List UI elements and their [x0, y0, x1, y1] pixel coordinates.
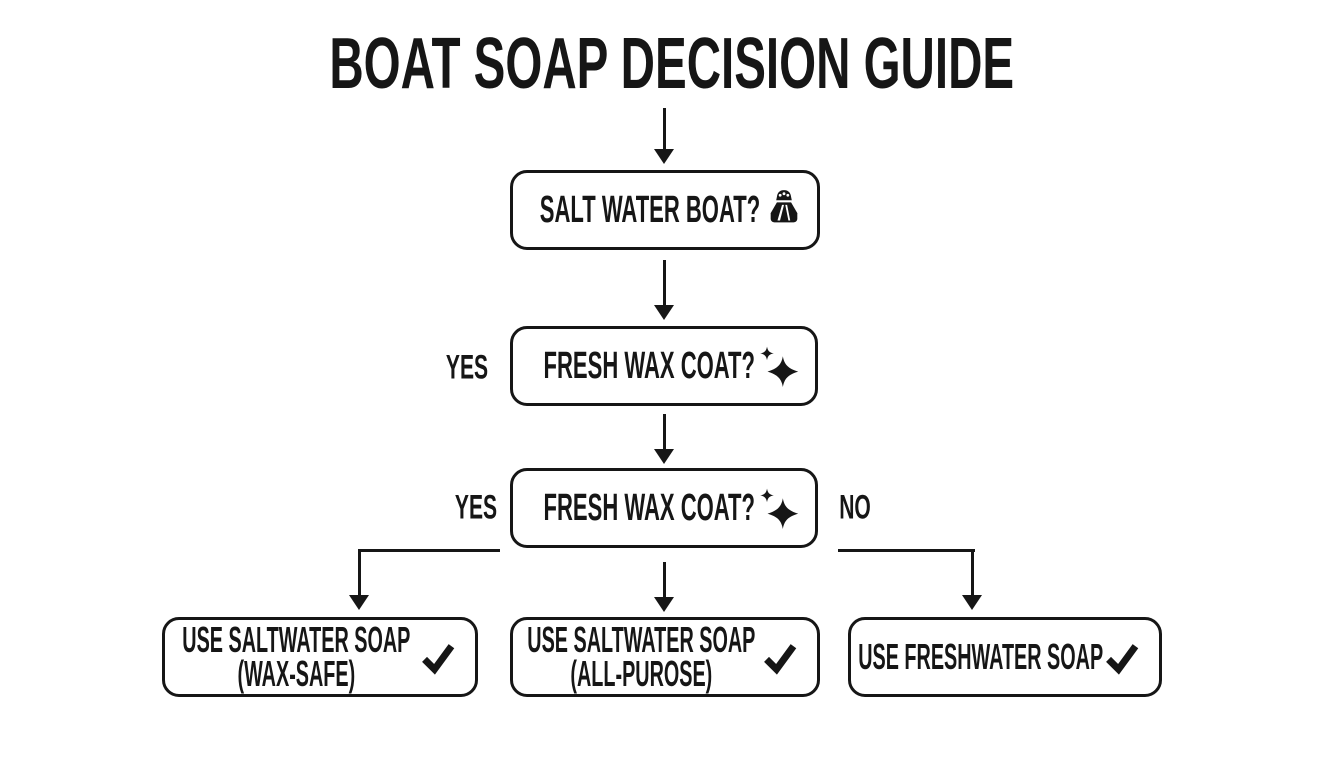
decision-salt-water-boat-label: SALT WATER BOAT? [539, 188, 761, 231]
edge-label-yes-q2: YES [433, 349, 501, 388]
edge-label-yes-q3-text: YES [454, 488, 498, 527]
connector-yes-branch-vertical [358, 549, 361, 596]
decision-fresh-wax-coat-2: FRESH WAX COAT? [510, 468, 818, 548]
arrowhead-no-branch [962, 595, 982, 610]
outcome-saltwater-soap-wax-safe-label: USE SALTWATER SOAP (WAX-SAFE) [181, 618, 411, 694]
decision-fresh-wax-coat-1-label: FRESH WAX COAT? [543, 344, 755, 387]
connector-no-branch-horizontal [838, 549, 975, 552]
outcome-line1: USE FRESHWATER SOAP [858, 635, 1104, 677]
decision-salt-water-boat: SALT WATER BOAT? [510, 170, 820, 250]
decision-fresh-wax-coat-2-label: FRESH WAX COAT? [543, 486, 755, 529]
outcome-line1: USE SALTWATER SOAP [181, 618, 411, 660]
outcome-freshwater-soap: USE FRESHWATER SOAP [848, 617, 1162, 697]
checkmark-icon [422, 644, 455, 675]
arrowhead-middle-branch [654, 597, 674, 612]
page-title-text: BOAT SOAP DECISION GUIDE [329, 24, 1015, 104]
arrowhead-q2-to-q3 [654, 449, 674, 464]
connector-middle-branch [663, 562, 666, 598]
connector-q1-to-q2 [663, 260, 666, 306]
outcome-saltwater-soap-all-purpose: USE SALTWATER SOAP (ALL-PUROSE) [510, 617, 820, 697]
outcome-line2: (WAX-SAFE) [237, 653, 355, 694]
edge-label-yes-q3: YES [442, 489, 510, 528]
checkmark-icon [764, 644, 797, 675]
connector-no-branch-vertical [971, 549, 974, 596]
edge-label-no-q3: NO [830, 489, 881, 528]
outcome-line2: (ALL-PUROSE) [570, 653, 712, 694]
sparkles-icon [760, 346, 799, 387]
page-title: BOAT SOAP DECISION GUIDE [0, 28, 1344, 100]
checkmark-icon [1106, 644, 1139, 675]
connector-yes-branch-horizontal [358, 549, 500, 552]
arrowhead-q1-to-q2 [654, 305, 674, 320]
edge-label-yes-q2-text: YES [445, 348, 489, 387]
connector-q2-to-q3 [663, 414, 666, 450]
arrowhead-yes-branch [349, 595, 369, 610]
arrowhead-title-to-q1 [654, 149, 674, 164]
edge-label-no-q3-text: NO [839, 488, 871, 527]
sparkles-icon [760, 488, 799, 529]
outcome-saltwater-soap-wax-safe: USE SALTWATER SOAP (WAX-SAFE) [162, 617, 478, 697]
outcome-freshwater-soap-label: USE FRESHWATER SOAP [858, 635, 1104, 677]
outcome-line1: USE SALTWATER SOAP [526, 618, 756, 660]
connector-title-to-q1 [663, 108, 666, 150]
salt-shaker-icon [770, 190, 798, 223]
outcome-saltwater-soap-all-purpose-label: USE SALTWATER SOAP (ALL-PUROSE) [526, 618, 756, 694]
decision-fresh-wax-coat-1: FRESH WAX COAT? [510, 326, 818, 406]
